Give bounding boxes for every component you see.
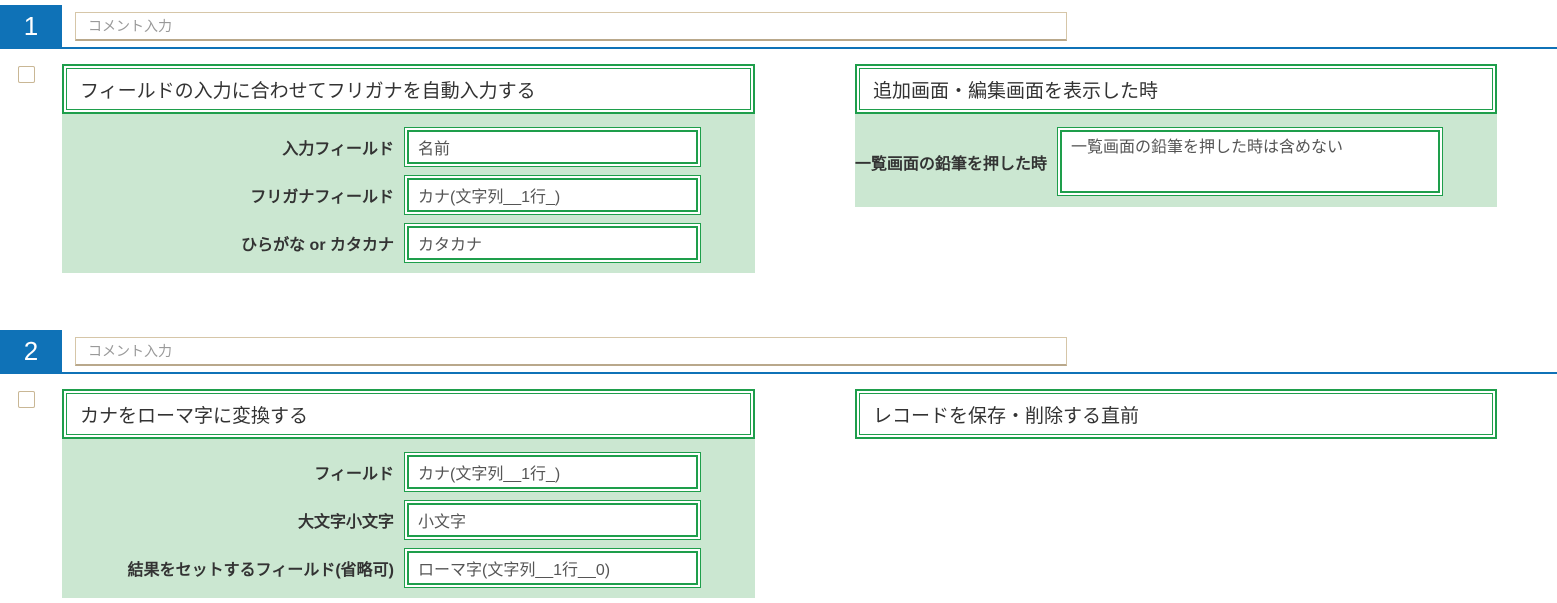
field-value: カナ(文字列__1行_)	[407, 178, 698, 212]
field-label: ひらがな or カタカナ	[241, 237, 394, 254]
event-title: レコードを保存・削除する直前	[859, 393, 1493, 435]
section-number-badge: 1	[0, 5, 62, 47]
section-divider	[0, 372, 1557, 374]
field-value-box[interactable]: 小文字	[404, 500, 701, 540]
field-label: フリガナフィールド	[250, 189, 394, 206]
field-value: ローマ字(文字列__1行__0)	[407, 551, 698, 585]
field-label: 結果をセットするフィールド(省略可)	[127, 562, 394, 579]
field-label: 大文字小文字	[297, 514, 394, 531]
config-field-row: 入力フィールド 名前	[62, 127, 755, 167]
event-title-box: レコードを保存・削除する直前	[855, 389, 1497, 439]
field-label: フィールド	[314, 466, 394, 483]
action-title: フィールドの入力に合わせてフリガナを自動入力する	[66, 68, 751, 110]
event-title: 追加画面・編集画面を表示した時	[859, 68, 1493, 110]
field-value: カタカナ	[407, 226, 698, 260]
config-field-row: フィールド カナ(文字列__1行_)	[62, 452, 755, 492]
field-value: 名前	[407, 130, 698, 164]
config-field-row: 一覧画面の鉛筆を押した時 一覧画面の鉛筆を押した時は含めない	[855, 127, 1497, 196]
action-config-panel: 入力フィールド 名前 フリガナフィールド カナ(文字列__1行_) ひらがな o…	[62, 114, 755, 273]
action-title-box: カナをローマ字に変換する	[62, 389, 755, 439]
rule-section-1: 1 フィールドの入力に合わせてフリガナを自動入力する 入力フィールド 名前 フリ…	[0, 0, 1557, 300]
section-divider	[0, 47, 1557, 49]
config-field-row: ひらがな or カタカナ カタカナ	[62, 223, 755, 263]
field-value-box[interactable]: カタカナ	[404, 223, 701, 263]
section-number: 2	[23, 335, 39, 366]
comment-input[interactable]	[75, 337, 1067, 366]
field-value-box[interactable]: 一覧画面の鉛筆を押した時は含めない	[1057, 127, 1443, 196]
section-checkbox[interactable]	[18, 391, 35, 408]
rule-section-2: 2 カナをローマ字に変換する フィールド カナ(文字列__1行_) 大文字小文字	[0, 325, 1557, 603]
field-label: 入力フィールド	[282, 141, 394, 158]
field-value: 一覧画面の鉛筆を押した時は含めない	[1060, 130, 1440, 193]
section-checkbox[interactable]	[18, 66, 35, 83]
action-config-panel: フィールド カナ(文字列__1行_) 大文字小文字 小文字 結果をセットするフィ…	[62, 439, 755, 598]
field-value-box[interactable]: 名前	[404, 127, 701, 167]
field-value-box[interactable]: カナ(文字列__1行_)	[404, 175, 701, 215]
section-number: 1	[23, 10, 39, 41]
field-value-box[interactable]: ローマ字(文字列__1行__0)	[404, 548, 701, 588]
field-label: 一覧画面の鉛筆を押した時	[854, 155, 1047, 173]
section-number-badge: 2	[0, 330, 62, 372]
config-field-row: フリガナフィールド カナ(文字列__1行_)	[62, 175, 755, 215]
action-title-box: フィールドの入力に合わせてフリガナを自動入力する	[62, 64, 755, 114]
comment-input[interactable]	[75, 12, 1067, 41]
action-title: カナをローマ字に変換する	[66, 393, 751, 435]
config-field-row: 結果をセットするフィールド(省略可) ローマ字(文字列__1行__0)	[62, 548, 755, 588]
config-field-row: 大文字小文字 小文字	[62, 500, 755, 540]
event-config-panel: 一覧画面の鉛筆を押した時 一覧画面の鉛筆を押した時は含めない	[855, 114, 1497, 207]
field-value-box[interactable]: カナ(文字列__1行_)	[404, 452, 701, 492]
field-value: 小文字	[407, 503, 698, 537]
field-value: カナ(文字列__1行_)	[407, 455, 698, 489]
event-title-box: 追加画面・編集画面を表示した時	[855, 64, 1497, 114]
